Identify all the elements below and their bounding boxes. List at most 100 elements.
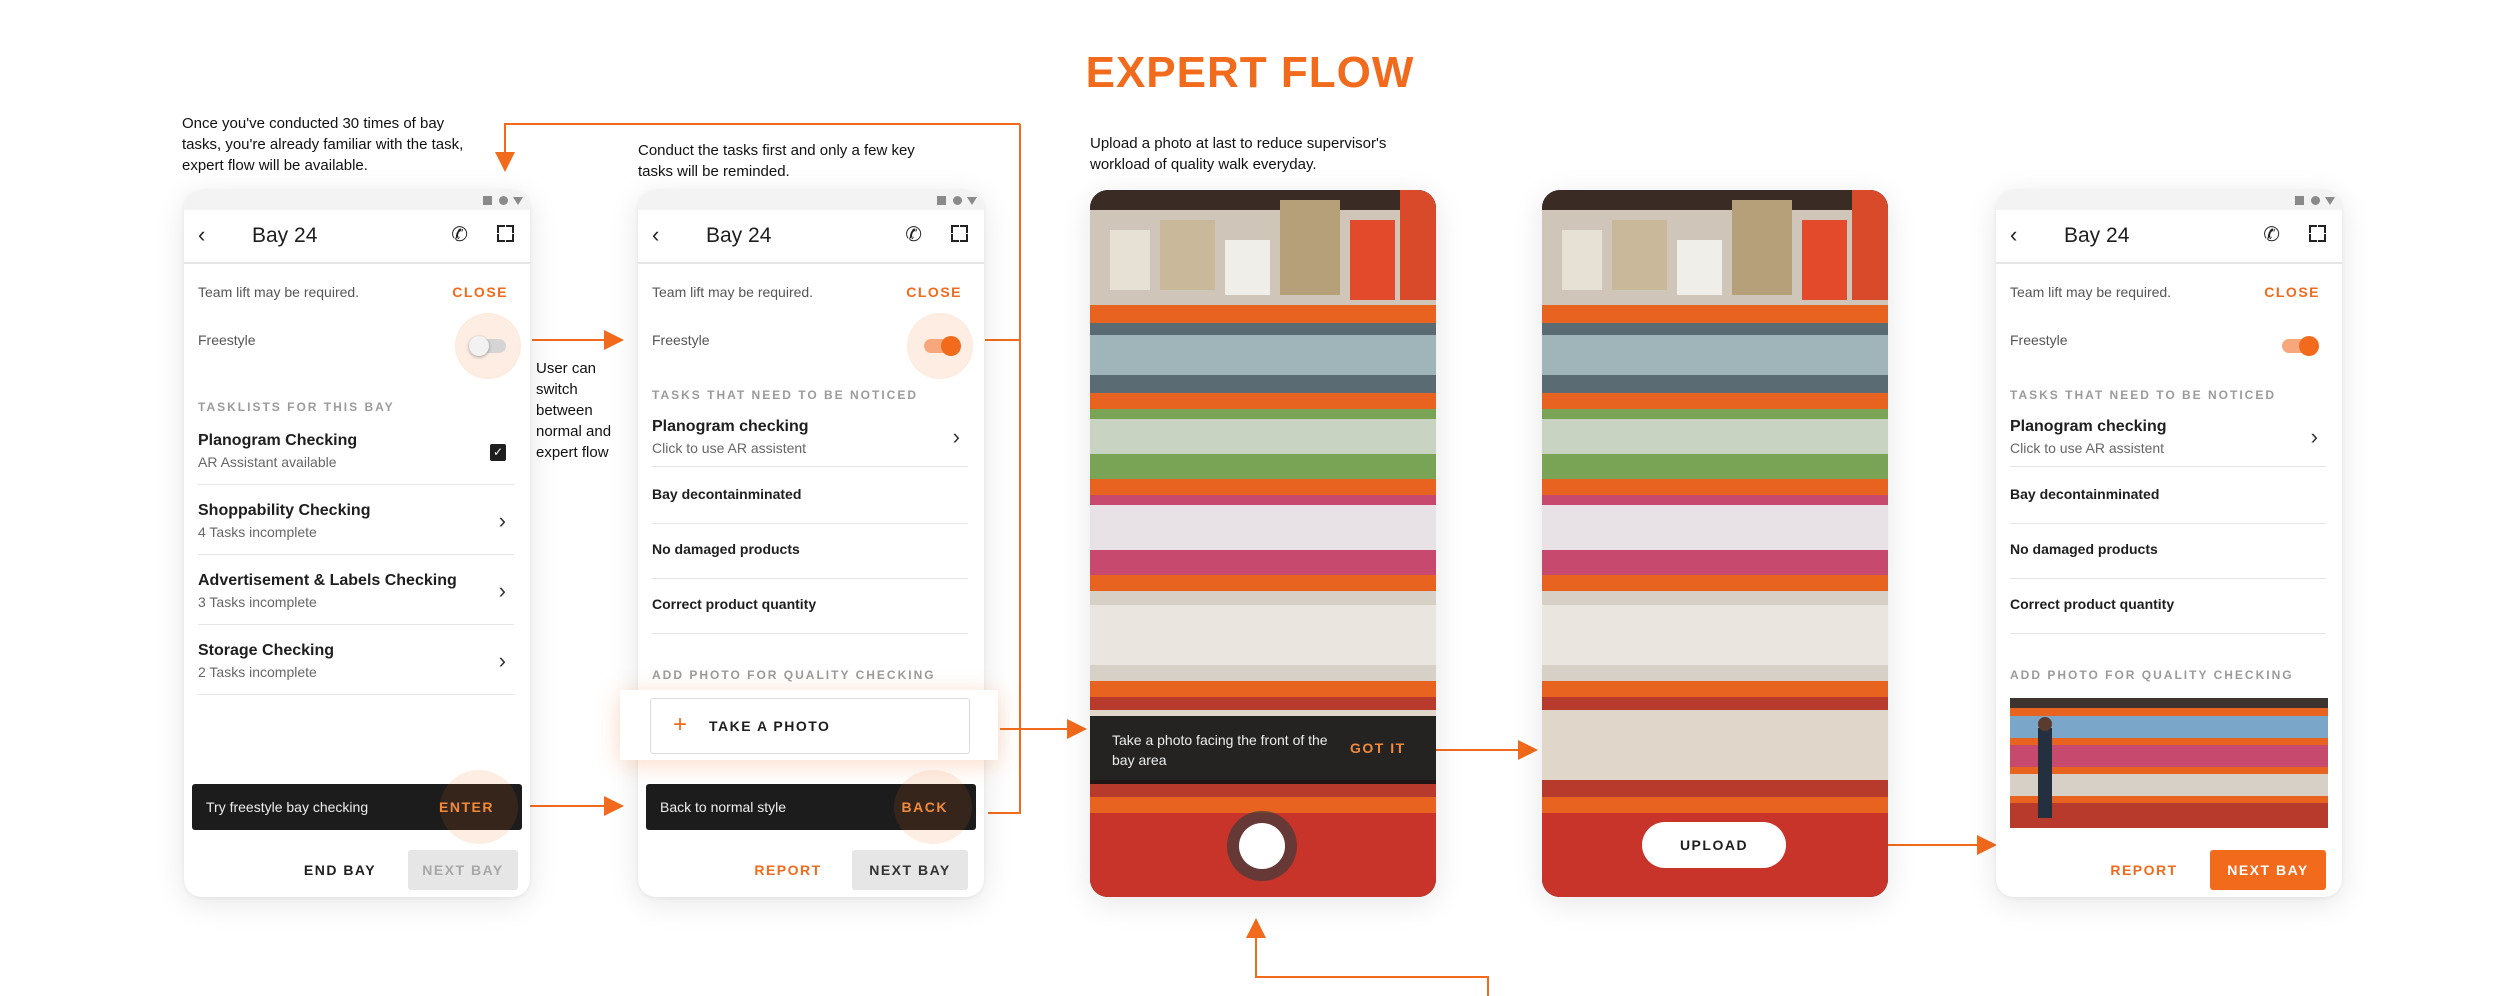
close-notice-button[interactable]: CLOSE: [452, 284, 508, 300]
task-title: Correct product quantity: [652, 596, 817, 612]
back-button[interactable]: BACK: [901, 799, 948, 815]
back-arrow-icon[interactable]: ‹: [652, 222, 660, 247]
task-row-planogram[interactable]: Planogram checking Click to use AR assis…: [652, 408, 968, 467]
freestyle-toast: Try freestyle bay checking ENTER: [192, 770, 522, 844]
status-bar: [184, 190, 530, 210]
freestyle-toggle[interactable]: [924, 336, 961, 356]
next-bay-button-disabled[interactable]: NEXT BAY: [408, 850, 518, 890]
task-subtitle: 3 Tasks incomplete: [198, 594, 317, 610]
phone-screen-normal-flow: ‹ Bay 24 ✆ Team lift may be required. CL…: [184, 190, 530, 897]
back-toast: Back to normal style BACK: [646, 770, 976, 844]
shutter-inner: [1239, 823, 1285, 869]
switch-note: User can switch between normal and exper…: [536, 360, 612, 461]
next-bay-button[interactable]: NEXT BAY: [2210, 850, 2326, 890]
hint-text: Take a photo facing the front of the bay…: [1112, 732, 1328, 768]
task-title: Bay decontainminated: [2010, 486, 2160, 502]
task-title: No damaged products: [2010, 541, 2158, 557]
task-subtitle: Click to use AR assistent: [2010, 440, 2165, 456]
store-shelf-photo: [1090, 190, 1436, 897]
noticed-tasks-section-header: TASKS THAT NEED TO BE NOTICED: [652, 388, 919, 402]
task-row-decontaminated[interactable]: Bay decontainminated: [652, 468, 968, 524]
task-title: No damaged products: [652, 541, 800, 557]
checklist-icon: ✓: [490, 444, 506, 461]
got-it-button[interactable]: GOT IT: [1350, 740, 1406, 756]
task-title: Advertisement & Labels Checking: [198, 572, 457, 589]
task-title: Correct product quantity: [2010, 596, 2175, 612]
bay-title: Bay 24: [252, 224, 318, 247]
task-row-decontaminated[interactable]: Bay decontainminated: [2010, 468, 2326, 524]
take-photo-label: TAKE A PHOTO: [709, 718, 831, 734]
task-row-no-damage[interactable]: No damaged products: [2010, 523, 2326, 579]
task-title: Planogram checking: [2010, 418, 2167, 435]
task-row-planogram[interactable]: Planogram checking Click to use AR assis…: [2010, 408, 2326, 467]
chevron-right-icon: ›: [952, 424, 960, 449]
take-photo-card: + TAKE A PHOTO: [620, 690, 998, 760]
chevron-right-icon: ›: [498, 578, 506, 603]
action-highlight: [440, 770, 518, 844]
noticed-tasks-section-header: TASKS THAT NEED TO BE NOTICED: [2010, 388, 2277, 402]
task-subtitle: AR Assistant available: [198, 454, 337, 470]
task-row-no-damage[interactable]: No damaged products: [652, 523, 968, 579]
back-arrow-icon[interactable]: ‹: [2010, 222, 2018, 247]
bay-title: Bay 24: [706, 224, 772, 247]
page-title: EXPERT FLOW: [1085, 48, 1415, 97]
uploaded-photo-thumbnail[interactable]: [2010, 698, 2328, 828]
task-row-quantity[interactable]: Correct product quantity: [2010, 578, 2326, 634]
task-title: Storage Checking: [198, 642, 335, 659]
tasklists-section-header: TASKLISTS FOR THIS BAY: [198, 400, 395, 414]
action-highlight: [894, 770, 972, 844]
team-lift-notice: Team lift may be required.: [652, 284, 814, 300]
store-shelf-photo: [1542, 190, 1888, 897]
caption-upload-photo: Upload a photo at last to reduce supervi…: [1090, 135, 1387, 173]
fullscreen-icon[interactable]: [951, 225, 968, 242]
task-subtitle: 4 Tasks incomplete: [198, 524, 317, 540]
camera-screen: Take a photo facing the front of the bay…: [1090, 190, 1436, 897]
chevron-right-icon: ›: [498, 508, 506, 533]
task-title: Shoppability Checking: [198, 502, 371, 519]
toast-text: Back to normal style: [660, 799, 787, 815]
freestyle-label: Freestyle: [198, 332, 256, 348]
shutter-button[interactable]: [1227, 811, 1297, 881]
team-lift-notice: Team lift may be required.: [198, 284, 360, 300]
take-photo-button[interactable]: + TAKE A PHOTO: [650, 698, 970, 754]
status-bar: [638, 190, 984, 210]
next-bay-button[interactable]: NEXT BAY: [852, 850, 968, 890]
app-bar: ‹ Bay 24 ✆: [184, 210, 530, 264]
close-notice-button[interactable]: CLOSE: [2264, 284, 2320, 300]
task-title: Planogram Checking: [198, 432, 358, 449]
photo-preview-screen: UPLOAD: [1542, 190, 1888, 897]
app-bar: ‹ Bay 24 ✆: [1996, 210, 2342, 264]
end-bay-button[interactable]: END BAY: [303, 862, 377, 878]
photo-section-header: ADD PHOTO FOR QUALITY CHECKING: [2010, 668, 2294, 682]
freestyle-label: Freestyle: [2010, 332, 2068, 348]
task-row-shoppability[interactable]: Shoppability Checking 4 Tasks incomplete…: [198, 492, 514, 555]
app-bar: ‹ Bay 24 ✆: [638, 210, 984, 264]
fullscreen-icon[interactable]: [2309, 225, 2326, 242]
task-row-advertisement[interactable]: Advertisement & Labels Checking 3 Tasks …: [198, 562, 514, 625]
plus-icon: +: [673, 711, 688, 738]
close-notice-button[interactable]: CLOSE: [906, 284, 962, 300]
chevron-right-icon: ›: [498, 648, 506, 673]
upload-button[interactable]: UPLOAD: [1642, 822, 1786, 868]
task-row-quantity[interactable]: Correct product quantity: [652, 578, 968, 634]
freestyle-label: Freestyle: [652, 332, 710, 348]
fullscreen-icon[interactable]: [497, 225, 514, 242]
task-subtitle: 2 Tasks incomplete: [198, 664, 317, 680]
task-row-planogram[interactable]: Planogram Checking AR Assistant availabl…: [198, 422, 514, 485]
phone-screen-expert-flow: ‹ Bay 24 ✆ Team lift may be required. CL…: [638, 190, 984, 897]
report-button[interactable]: REPORT: [2110, 862, 2178, 878]
phone-call-icon[interactable]: ✆: [2263, 224, 2280, 246]
task-row-storage[interactable]: Storage Checking 2 Tasks incomplete ›: [198, 632, 514, 695]
team-lift-notice: Team lift may be required.: [2010, 284, 2172, 300]
chevron-right-icon: ›: [2310, 424, 2318, 449]
back-arrow-icon[interactable]: ‹: [198, 222, 206, 247]
freestyle-toggle[interactable]: [469, 336, 506, 356]
phone-call-icon[interactable]: ✆: [905, 224, 922, 246]
freestyle-toggle[interactable]: [2282, 336, 2319, 356]
enter-button[interactable]: ENTER: [439, 799, 494, 815]
toast-text: Try freestyle bay checking: [206, 799, 369, 815]
report-button[interactable]: REPORT: [754, 862, 822, 878]
bay-title: Bay 24: [2064, 224, 2130, 247]
photo-section-header: ADD PHOTO FOR QUALITY CHECKING: [652, 668, 936, 682]
phone-call-icon[interactable]: ✆: [451, 224, 468, 246]
